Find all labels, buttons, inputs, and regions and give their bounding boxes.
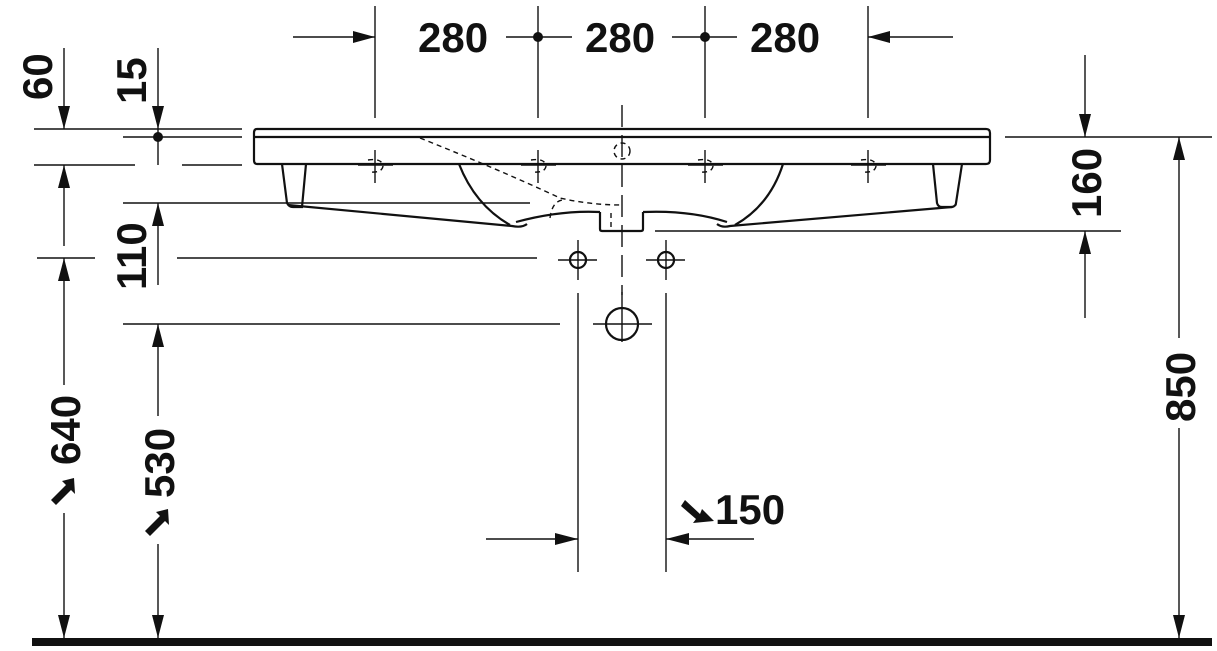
floor-line [32,638,1212,646]
dim-110: 110 [108,222,155,290]
dim-850: 850 [1157,352,1204,422]
dim-280-c: 280 [750,14,820,61]
dim-150: 150 [715,486,785,533]
arrow-530 [145,509,169,536]
left-top-dimensions: 60 15 110 [14,48,537,290]
dim-160: 160 [1063,148,1110,218]
right-dimensions: 160 850 [655,55,1212,638]
dim-640: 640 [42,395,89,465]
waste-spacing-dimension: 150 [486,486,785,545]
left-height-dimensions: 640 530 [42,258,560,638]
tap-hole-markers [358,150,886,183]
arrow-640 [51,478,75,505]
wall-connections [558,240,685,572]
dim-530: 530 [136,428,183,498]
dim-280-b: 280 [585,14,655,61]
arrow-150 [681,500,714,523]
dim-280-a: 280 [418,14,488,61]
top-dimension-group: 280 280 280 [293,6,953,118]
dim-15: 15 [108,57,155,104]
dim-60: 60 [14,53,61,100]
washbasin-outline [252,127,992,233]
